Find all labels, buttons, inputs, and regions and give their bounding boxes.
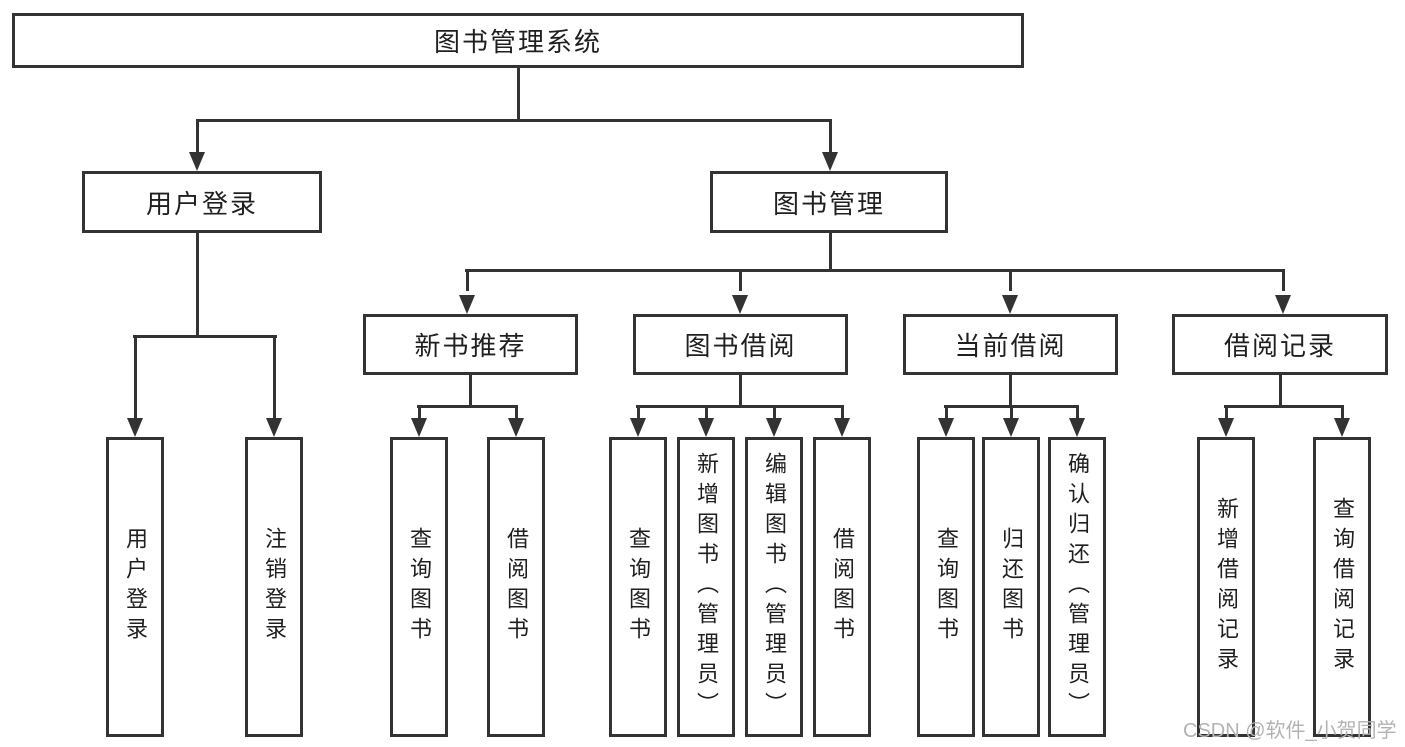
node-current-borrowing: 当前借阅 bbox=[903, 314, 1118, 375]
leaf-user-login-label: 用户登录 bbox=[123, 527, 148, 647]
connector-leaf-stem bbox=[1076, 405, 1079, 420]
leaf-query-books-recommend-label: 查询图书 bbox=[407, 527, 432, 647]
leaf-borrow-books-borrowing: 借阅图书 bbox=[813, 437, 871, 737]
leaf-confirm-return-admin-label: 确认归还（管理员） bbox=[1065, 452, 1090, 722]
arrowhead-down-icon bbox=[411, 418, 427, 437]
connector-leaf-stem bbox=[945, 405, 948, 420]
arrowhead-down-icon bbox=[127, 418, 143, 437]
node-new-book-recommendation: 新书推荐 bbox=[363, 314, 578, 375]
arrowhead-down-icon bbox=[822, 152, 838, 171]
arrowhead-down-icon bbox=[938, 418, 954, 437]
connector-leaf-stem bbox=[515, 405, 518, 420]
leaf-return-books-label: 归还图书 bbox=[999, 527, 1024, 647]
leaf-logout: 注销登录 bbox=[245, 437, 303, 737]
arrowhead-down-icon bbox=[834, 418, 850, 437]
leaf-borrow-books-borrowing-label: 借阅图书 bbox=[830, 527, 855, 647]
leaf-borrow-books-recommend: 借阅图书 bbox=[487, 437, 545, 737]
leaf-return-books: 归还图书 bbox=[982, 437, 1040, 737]
node-book-management-label: 图书管理 bbox=[772, 188, 885, 219]
node-new-book-recommendation-label: 新书推荐 bbox=[414, 331, 527, 361]
node-user-login-label: 用户登录 bbox=[145, 188, 258, 219]
leaf-query-borrow-record-label: 查询借阅记录 bbox=[1330, 497, 1355, 677]
node-borrowing-records-label: 借阅记录 bbox=[1223, 331, 1336, 361]
leaf-add-book-admin: 新增图书（管理员） bbox=[677, 437, 735, 737]
leaf-query-books-current: 查询图书 bbox=[917, 437, 975, 737]
connector-leaf-stem bbox=[773, 405, 776, 420]
arrowhead-down-icon bbox=[766, 418, 782, 437]
leaf-edit-book-admin: 编辑图书（管理员） bbox=[745, 437, 803, 737]
connector-level3-stem bbox=[1009, 269, 1012, 291]
connector-user-login-down bbox=[196, 233, 199, 338]
connector-leaf-stem bbox=[273, 335, 276, 420]
connector-leaf-stem bbox=[841, 405, 844, 420]
node-root: 图书管理系统 bbox=[12, 13, 1024, 68]
connector-down bbox=[1279, 375, 1282, 408]
node-user-login: 用户登录 bbox=[82, 171, 322, 233]
connector-bus bbox=[1224, 405, 1344, 408]
arrowhead-down-icon bbox=[1003, 418, 1019, 437]
connector-bus bbox=[636, 405, 844, 408]
leaf-query-books-current-label: 查询图书 bbox=[934, 527, 959, 647]
leaf-edit-book-admin-label: 编辑图书（管理员） bbox=[762, 452, 787, 722]
connector-bus bbox=[417, 405, 518, 408]
leaf-add-book-admin-label: 新增图书（管理员） bbox=[694, 452, 719, 722]
arrowhead-down-icon bbox=[1334, 418, 1350, 437]
arrowhead-down-icon bbox=[1275, 295, 1291, 314]
node-book-borrowing-label: 图书借阅 bbox=[684, 331, 797, 361]
node-borrowing-records: 借阅记录 bbox=[1172, 314, 1388, 375]
connector-root-stem bbox=[517, 68, 520, 122]
leaf-confirm-return-admin: 确认归还（管理员） bbox=[1048, 437, 1106, 737]
connector-leaf-stem bbox=[1225, 405, 1228, 420]
node-root-label: 图书管理系统 bbox=[433, 27, 602, 57]
arrowhead-down-icon bbox=[630, 418, 646, 437]
arrowhead-down-icon bbox=[459, 295, 475, 314]
connector-leaf-stem bbox=[637, 405, 640, 420]
connector-leaf-stem bbox=[1341, 405, 1344, 420]
connector-level3-stem bbox=[1282, 269, 1285, 291]
connector-user-login-bus bbox=[133, 335, 277, 338]
arrowhead-down-icon bbox=[189, 152, 205, 171]
leaf-query-books-recommend: 查询图书 bbox=[390, 437, 448, 737]
connector-book-management-stem bbox=[829, 119, 832, 155]
arrowhead-down-icon bbox=[1218, 418, 1234, 437]
node-book-borrowing: 图书借阅 bbox=[633, 314, 848, 375]
node-book-management: 图书管理 bbox=[710, 171, 948, 233]
connector-leaf-stem bbox=[134, 335, 137, 420]
arrowhead-down-icon bbox=[508, 418, 524, 437]
connector-down bbox=[469, 375, 472, 408]
connector-leaf-stem bbox=[705, 405, 708, 420]
leaf-user-login: 用户登录 bbox=[106, 437, 164, 737]
connector-level3-stem bbox=[739, 269, 742, 291]
arrowhead-down-icon bbox=[266, 418, 282, 437]
connector-leaf-stem bbox=[1010, 405, 1013, 420]
leaf-query-borrow-record: 查询借阅记录 bbox=[1313, 437, 1371, 737]
arrowhead-down-icon bbox=[1069, 418, 1085, 437]
leaf-add-borrow-record-label: 新增借阅记录 bbox=[1214, 497, 1239, 677]
connector-book-management-down bbox=[829, 233, 832, 272]
leaf-logout-label: 注销登录 bbox=[262, 527, 287, 647]
arrowhead-down-icon bbox=[732, 295, 748, 314]
connector-level3-stem bbox=[466, 269, 469, 291]
connector-level2-bus bbox=[196, 119, 832, 122]
arrowhead-down-icon bbox=[1002, 295, 1018, 314]
leaf-borrow-books-recommend-label: 借阅图书 bbox=[504, 527, 529, 647]
connector-down bbox=[739, 375, 742, 408]
connector-leaf-stem bbox=[418, 405, 421, 420]
leaf-add-borrow-record: 新增借阅记录 bbox=[1197, 437, 1255, 737]
leaf-query-books-borrowing-label: 查询图书 bbox=[626, 527, 651, 647]
arrowhead-down-icon bbox=[698, 418, 714, 437]
node-current-borrowing-label: 当前借阅 bbox=[954, 331, 1067, 361]
leaf-query-books-borrowing: 查询图书 bbox=[609, 437, 667, 737]
watermark: CSDN @软件_小贺同学 bbox=[1183, 720, 1397, 742]
connector-down bbox=[1009, 375, 1012, 408]
connector-user-login-stem bbox=[196, 119, 199, 155]
connector-level3-bus bbox=[465, 269, 1285, 272]
